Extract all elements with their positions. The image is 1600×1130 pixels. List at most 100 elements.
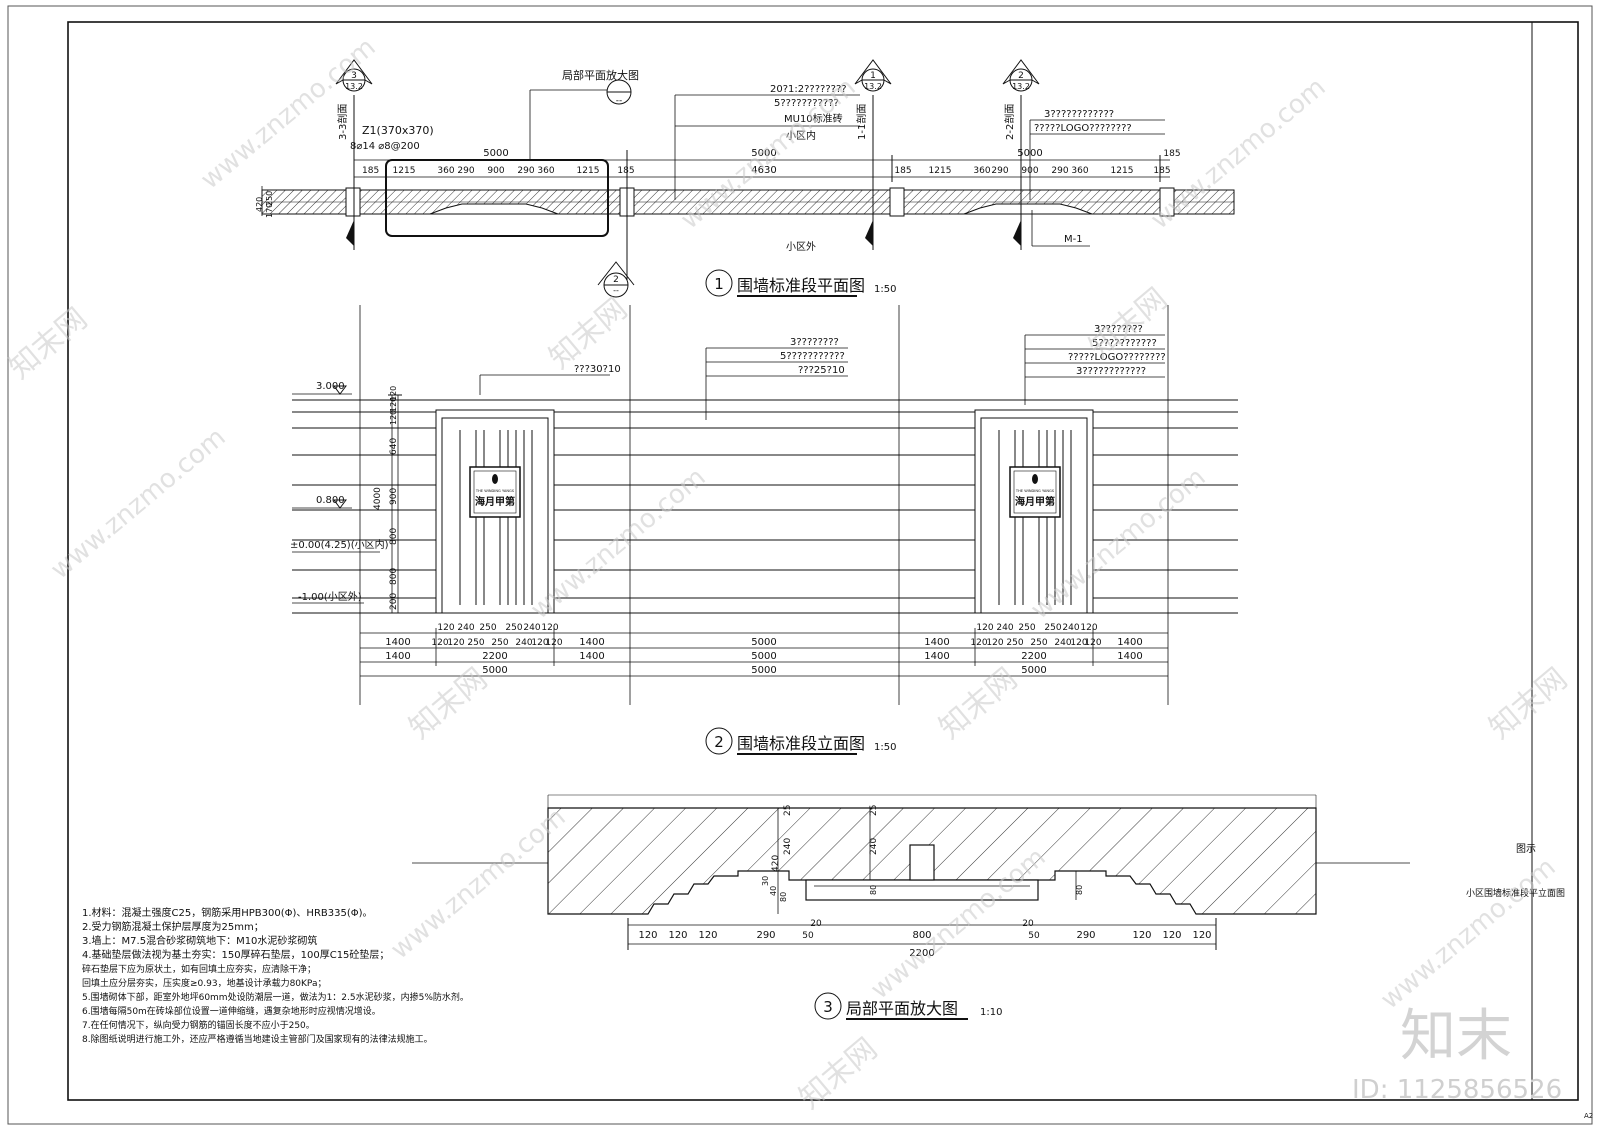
elev-vdim: 800	[389, 568, 399, 585]
elev-dim: 250	[1030, 638, 1047, 648]
detail-vdim: 80	[779, 892, 788, 902]
elev-dim: 240	[1062, 623, 1079, 633]
elev-vdim: 640	[389, 438, 399, 455]
watermark-id: ID: 1125856526	[1352, 1075, 1562, 1105]
elev-vdim: 4000	[373, 487, 383, 510]
elevation-scale: 1:50	[874, 742, 896, 753]
elevation-drawing	[292, 305, 1238, 755]
detail-hdim: 120	[1192, 930, 1211, 941]
elev-dim: 250	[491, 638, 508, 648]
detail-vdim: 240	[869, 838, 879, 855]
sign-logo-icon	[1032, 474, 1038, 484]
plan-recess-left	[429, 203, 559, 215]
elev-dim: 2200	[482, 651, 507, 662]
plan-note-right: 3????????????	[1044, 109, 1114, 120]
watermark-site: www.znzmo.com	[1375, 852, 1561, 1015]
detail-total-dim: 2200	[909, 948, 934, 959]
elev-dim: 5000	[482, 665, 507, 676]
plan-dim: 360	[1071, 166, 1088, 176]
detail-callout-marker	[606, 79, 632, 105]
note-line: 5.围墙砌体下部，距室外地坪60mm处设防潮层一道，做法为1：2.5水泥砂浆，内…	[82, 991, 469, 1003]
plan-dim: 290	[517, 166, 534, 176]
plan-recess-right	[963, 203, 1093, 215]
elevation-note-mid: 5???????????	[780, 351, 845, 362]
section-mark-2-sheet: 13.2	[1012, 82, 1030, 91]
plan-dim: 185	[362, 166, 379, 176]
sign-logo-icon	[492, 474, 498, 484]
plan-title: 围墙标准段平面图	[737, 276, 865, 295]
detail-title-number: 3	[823, 998, 833, 1016]
watermark-site: www.znzmo.com	[385, 802, 571, 965]
detail-hdim: 120	[1132, 930, 1151, 941]
elev-dim: 250	[1006, 638, 1023, 648]
section-mark-2	[1002, 59, 1040, 246]
note-line: 2.受力钢筋混凝土保护层厚度为25mm；	[82, 920, 264, 933]
detail-vdim: 240	[783, 838, 793, 855]
detail-vdim: 25	[869, 805, 879, 816]
plan-dim: 4630	[751, 165, 776, 176]
detail-hdim: 50	[802, 931, 814, 941]
plan-dim: 360	[537, 166, 554, 176]
plan-vdim: 250	[265, 191, 274, 206]
watermark-site: www.znzmo.com	[675, 72, 861, 235]
plan-drawing	[261, 59, 1235, 298]
elev-dim: 240	[996, 623, 1013, 633]
lower-section-mark	[597, 261, 635, 298]
elev-vdim: 200	[389, 593, 399, 610]
elev-vdim: 120	[389, 386, 398, 401]
plan-note-mid: 20?1:2????????	[770, 84, 847, 95]
level-label: -1.00(小区外)	[298, 591, 362, 603]
detail-hdim: 800	[912, 930, 931, 941]
elev-dim: 5000	[1021, 665, 1046, 676]
section-mark-3	[335, 59, 373, 246]
elevation-note-left: ???30?10	[574, 364, 621, 375]
outside-label: 小区外	[786, 241, 816, 253]
plan-note-right: ?????LOGO????????	[1034, 123, 1132, 134]
elev-dim: 250	[505, 623, 522, 633]
elev-vdim: 120	[389, 397, 398, 412]
elev-dim: 2200	[1021, 651, 1046, 662]
plan-column	[345, 187, 361, 217]
watermark-site: www.znzmo.com	[195, 32, 381, 195]
inner-border	[67, 21, 1579, 1101]
elevation-title-number-circle	[705, 727, 733, 755]
elev-dim: 1400	[1117, 651, 1142, 662]
elev-dim: 120	[1084, 638, 1101, 648]
sign-text-cn: 海月甲第	[475, 495, 515, 508]
titleblock-sheet-size: A2	[1584, 1112, 1593, 1120]
plan-dim: 900	[1021, 166, 1038, 176]
column-label: Z1(370x370)	[362, 124, 434, 137]
elevation-note-mid: 3????????	[790, 337, 839, 348]
detail-hdim: 290	[1076, 930, 1095, 941]
elevation-title-number: 2	[714, 733, 724, 751]
elev-vdim: 120	[389, 410, 398, 425]
elev-dim: 120	[431, 638, 448, 648]
watermark-site: www.znzmo.com	[525, 462, 711, 625]
detail-hdim: 120	[698, 930, 717, 941]
elev-dim: 120	[986, 638, 1003, 648]
note-line: 6.围墙每隔50m在砖垛部位设置一道伸缩缝，遇复杂地形时应视情况增设。	[82, 1005, 381, 1017]
elevation-note-right: 5???????????	[1092, 338, 1157, 349]
note-line: 1.材料：混凝土强度C25，钢筋采用HPB300(Φ)、HRB335(Φ)。	[82, 906, 373, 919]
detail-callout-ref: --	[616, 96, 623, 106]
watermark-brand: 知末网	[3, 301, 94, 386]
elev-dim: 1400	[579, 637, 604, 648]
section-mark-3-sheet: 13.2	[345, 82, 363, 91]
sign-text-en: THE WINDING YANGS	[1015, 489, 1055, 493]
detail-vdim: 40	[769, 886, 778, 896]
note-line: 回填土应分层夯实，压实度≥0.93，地基设计承载力80KPa；	[82, 977, 326, 989]
plan-dim: 1215	[393, 166, 416, 176]
lower-mark-num: 2	[613, 275, 619, 285]
watermark-brand: 知末网	[1483, 661, 1574, 746]
lower-mark-sheet: --	[613, 286, 619, 295]
elev-dim: 5000	[751, 637, 776, 648]
plan-scale: 1:50	[874, 284, 896, 295]
detail-vdim: 30	[761, 876, 770, 886]
plan-note-mid: 小区内	[786, 129, 816, 142]
elev-dim: 250	[467, 638, 484, 648]
sign-text-cn: 海月甲第	[1015, 495, 1055, 508]
elev-dim: 1400	[385, 651, 410, 662]
plan-dim: 900	[487, 166, 504, 176]
elev-dim: 250	[1018, 623, 1035, 633]
plan-dim: 5000	[1017, 148, 1042, 159]
